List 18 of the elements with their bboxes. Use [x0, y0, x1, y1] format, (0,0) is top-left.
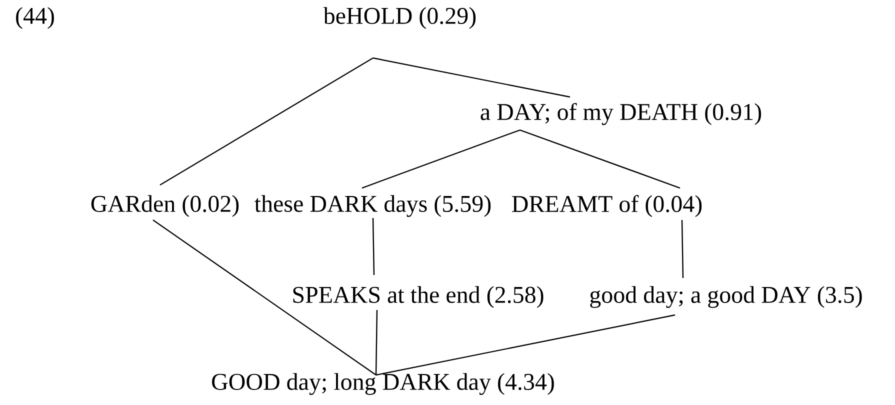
node-label: these DARK days (5.59) — [254, 195, 491, 217]
node-label: good day; a good DAY (3.5) — [590, 286, 862, 308]
example-number: (44) — [16, 7, 54, 29]
tree-branch — [362, 129, 520, 189]
node-label: GARden (0.02) — [91, 195, 239, 217]
tree-branch — [681, 220, 684, 278]
node-label: DREAMT of (0.04) — [512, 195, 702, 217]
tree-branch — [152, 220, 376, 376]
tree-branch — [372, 218, 375, 276]
node-label: SPEAKS at the end (2.58) — [293, 286, 544, 308]
tree-branch — [375, 310, 378, 376]
node-label: a DAY; of my DEATH (0.91) — [480, 102, 762, 126]
tree-branch — [520, 129, 680, 189]
node-label: beHOLD (0.29) — [323, 7, 476, 29]
tree-branch — [160, 57, 374, 186]
tree-branch — [372, 57, 570, 98]
tree-branch — [376, 314, 676, 376]
node-label: GOOD day; long DARK day (4.34) — [212, 373, 554, 395]
